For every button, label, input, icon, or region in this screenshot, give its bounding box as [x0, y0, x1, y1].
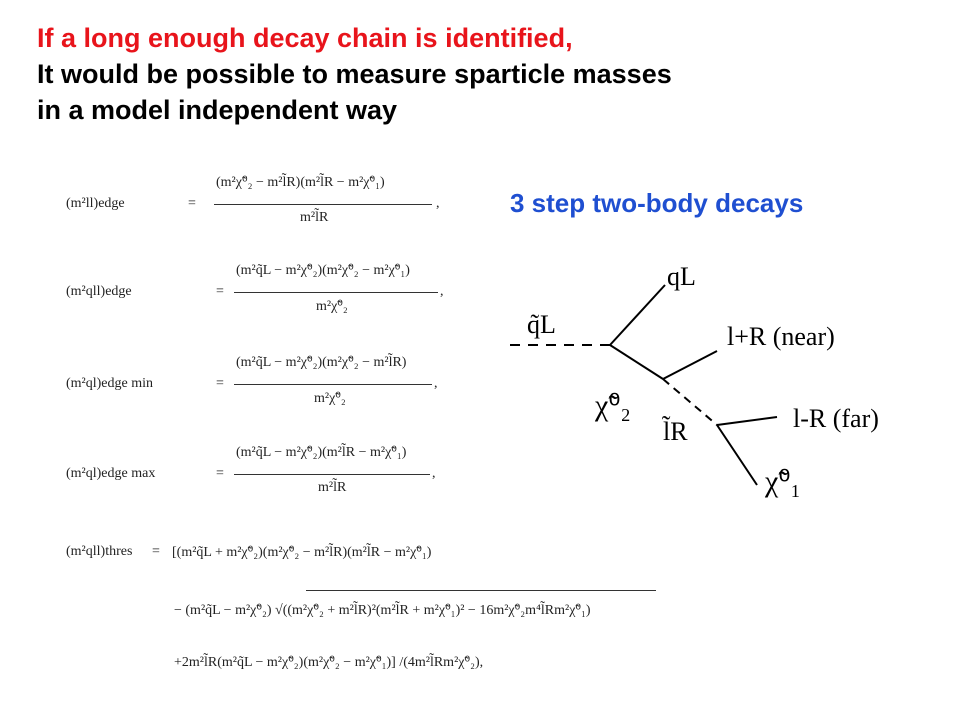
neutralino1-line	[716, 424, 758, 486]
slepton-line	[662, 378, 718, 426]
equation-denominator: m²l̃R	[300, 210, 329, 225]
equation-line-1: [(m²q̃L + m²χ̃⁰₂)(m²χ̃⁰₂ − m²l̃R)(m²l̃R …	[172, 545, 432, 560]
equation-numerator: (m²q̃L − m²χ̃⁰₂)(m²χ̃⁰₂ − m²χ̃⁰₁)	[236, 263, 410, 278]
label-lepton-near: l+R (near)	[727, 322, 835, 351]
diagram-title: 3 step two-body decays	[510, 188, 804, 218]
equation-lhs: (m²ql)edge min	[66, 376, 154, 391]
lepton-near-line	[662, 350, 718, 380]
label-lepton-far: l-R (far)	[793, 404, 879, 433]
equation-line-2: − (m²q̃L − m²χ̃⁰₂) √((m²χ̃⁰₂ + m²l̃R)²(m…	[174, 603, 591, 618]
equation-mql-min: (m²ql)edge min = (m²q̃L − m²χ̃⁰₂)(m²χ̃⁰₂…	[66, 355, 438, 406]
equation-mll-edge: (m²ll)edge = (m²χ̃⁰₂ − m²l̃R)(m²l̃R − m²…	[66, 175, 440, 225]
equation-denominator: m²χ̃⁰₂	[316, 299, 348, 314]
equation-line-3: +2m²l̃R(m²q̃L − m²χ̃⁰₂)(m²χ̃⁰₂ − m²χ̃⁰₁)…	[174, 655, 484, 670]
equation-denominator: m²l̃R	[318, 480, 347, 495]
decay-chain-diagram: qL q̃L l+R (near) χ̃⁰₂ l̃R l-R (far) χ̃⁰…	[510, 262, 879, 498]
quark-line	[609, 284, 666, 346]
equation-mqll-thres: (m²qll)thres = [(m²q̃L + m²χ̃⁰₂)(m²χ̃⁰₂ …	[66, 530, 666, 690]
equation-numerator: (m²q̃L − m²χ̃⁰₂)(m²l̃R − m²χ̃⁰₁)	[236, 445, 407, 460]
equation-numerator: (m²q̃L − m²χ̃⁰₂)(m²χ̃⁰₂ − m²l̃R)	[236, 355, 407, 370]
lepton-far-line	[716, 416, 778, 426]
label-slepton: l̃R	[662, 417, 688, 446]
equation-numerator: (m²χ̃⁰₂ − m²l̃R)(m²l̃R − m²χ̃⁰₁)	[216, 175, 385, 190]
equation-mqll-edge: (m²qll)edge = (m²q̃L − m²χ̃⁰₂)(m²χ̃⁰₂ − …	[66, 263, 444, 314]
heading-line-2: It would be possible to measure sparticl…	[37, 59, 672, 89]
label-quark: qL	[667, 262, 696, 291]
label-squark: q̃L	[527, 310, 556, 339]
equation-denominator: m²χ̃⁰₂	[314, 391, 346, 406]
equation-lhs: (m²qll)thres	[66, 544, 133, 559]
label-neutralino2: χ̃⁰₂	[594, 389, 631, 422]
label-neutralino1: χ̃⁰₁	[764, 465, 801, 498]
equation-lhs: (m²qll)edge	[66, 284, 132, 299]
heading-line-1: If a long enough decay chain is identifi…	[37, 23, 573, 53]
heading-line-3: in a model independent way	[37, 95, 398, 125]
equation-mql-max: (m²ql)edge max = (m²q̃L − m²χ̃⁰₂)(m²l̃R …	[66, 445, 436, 495]
heading: If a long enough decay chain is identifi…	[37, 20, 672, 128]
equation-lhs: (m²ll)edge	[66, 196, 125, 211]
equation-lhs: (m²ql)edge max	[66, 466, 156, 481]
neutralino2-line	[609, 344, 664, 380]
